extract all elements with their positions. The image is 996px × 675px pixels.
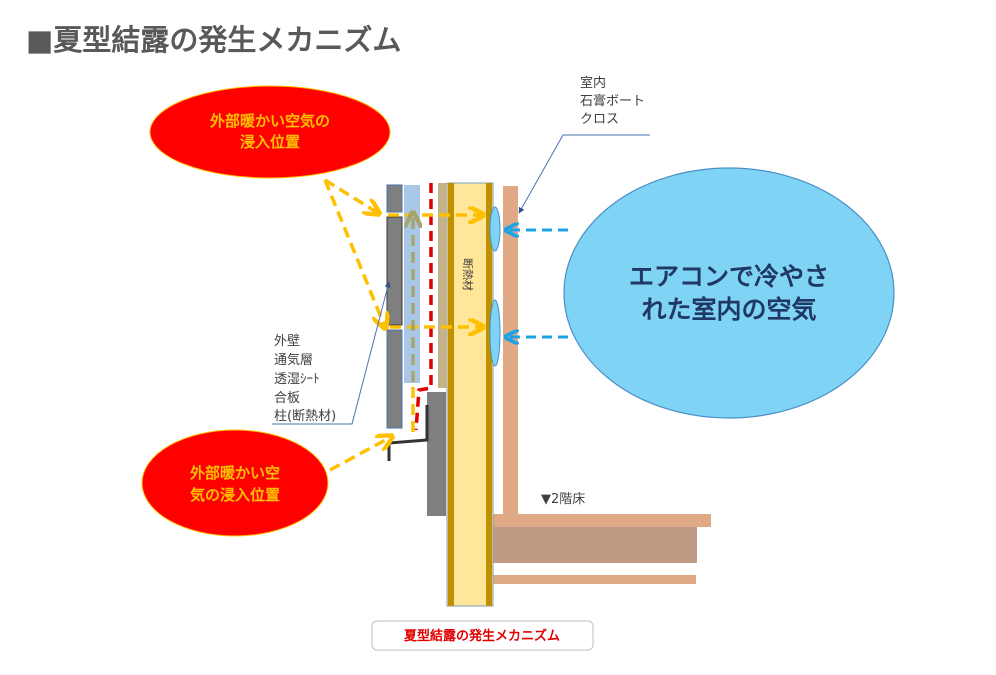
label-vent-layer: 通気層: [274, 352, 313, 368]
warm-air-arrows: [323, 178, 482, 472]
label-sheet: 透湿ｼｰﾄ: [274, 372, 320, 387]
exterior-wall-panel: [386, 329, 403, 429]
callout-warm-air-lower: 外部暖かい空 気の浸入位置: [141, 429, 329, 537]
label-cloth: クロス: [580, 112, 619, 127]
leader-line: [518, 134, 650, 214]
floor-label: ▼2階床: [541, 492, 585, 507]
sill-block: [427, 392, 446, 516]
ventilation-layer: [404, 185, 420, 383]
exterior-wall-panel: [386, 184, 403, 213]
callout-text: 外部暖かい空気の: [209, 112, 330, 130]
floor-joist: [493, 527, 697, 563]
insulation-label: 断熱材: [461, 258, 475, 291]
interior-labels: 室内 石膏ボート クロス: [518, 75, 650, 214]
callout-text: 浸入位置: [240, 133, 300, 151]
caption-text: 夏型結露の発生メカニズム: [403, 628, 560, 644]
post-edge-outer: [448, 183, 454, 606]
page-title: ■夏型結露の発生メカニズム: [26, 23, 401, 57]
condensation-spot: [489, 206, 501, 252]
cool-air-arrows: [507, 230, 568, 337]
wall-layer-labels: 外壁 通気層 透湿ｼｰﾄ 合板 柱(断熱材): [272, 281, 391, 425]
callout-text: 気の浸入位置: [190, 486, 280, 504]
flashing: [387, 405, 429, 461]
callout-text: れた室内の空気: [641, 295, 816, 324]
label-plywood: 合板: [274, 391, 300, 406]
moisture-sheet-line: [414, 183, 433, 431]
condensation-spot: [489, 299, 501, 367]
ceiling-board: [493, 575, 696, 584]
callout-text: エアコンで冷やさ: [629, 262, 829, 291]
callout-cool-air: エアコンで冷やさ れた室内の空気: [563, 167, 895, 419]
leader-line: [272, 281, 391, 425]
label-gypsum: 石膏ボート: [580, 93, 645, 109]
callout-text: 外部暖かい空: [189, 464, 280, 482]
post-edge-inner: [486, 183, 492, 606]
post-insulation: [446, 182, 494, 607]
label-post: 柱(断熱材): [274, 409, 336, 424]
floor-board: [493, 514, 711, 527]
label-room: 室内: [580, 75, 606, 91]
exterior-wall-panel: [386, 216, 403, 326]
callout-warm-air-upper: 外部暖かい空気の 浸入位置: [149, 85, 391, 179]
caption-box: 夏型結露の発生メカニズム: [371, 620, 594, 651]
gypsum-board: [503, 186, 518, 516]
label-exterior-wall: 外壁: [274, 334, 300, 349]
plywood: [438, 183, 447, 388]
